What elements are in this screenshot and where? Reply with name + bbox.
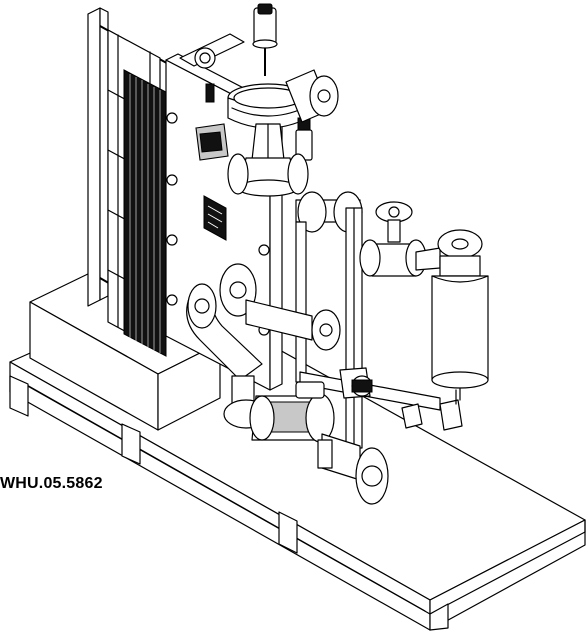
control-valve-actuator bbox=[194, 3, 339, 197]
drawing-code-label: WHU.05.5862 bbox=[0, 475, 103, 492]
lower-valve-assembly bbox=[223, 381, 389, 505]
piping bbox=[186, 191, 463, 449]
filter-vessel bbox=[431, 229, 489, 401]
